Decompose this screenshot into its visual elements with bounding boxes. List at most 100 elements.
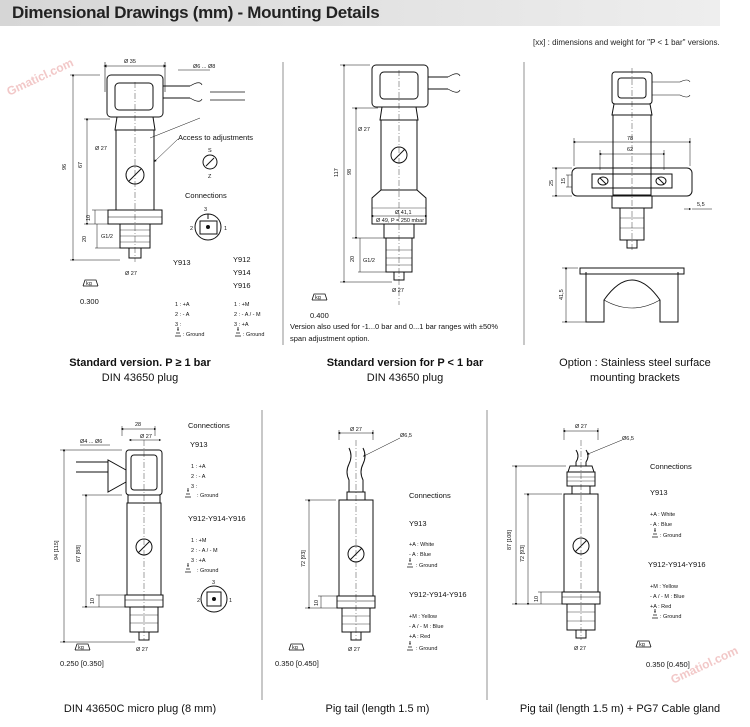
pin-line: : Ground [183, 332, 204, 338]
dim-h10: 10 [90, 598, 96, 604]
pin-2: 2 [197, 598, 200, 604]
weight-value: 0.250 [0.350] [60, 659, 104, 668]
panel-4-labels: 28 Ø 27 Ø4 ... Ø6 94 [115] 67 [88] 10 Ø … [54, 421, 246, 668]
model-y912: Y912 [233, 255, 251, 264]
pin-2: 2 [190, 226, 193, 232]
pin-line: 1 : +A [175, 302, 190, 308]
dim-h41: 41,5 [559, 289, 565, 300]
weight-value: 0.400 [310, 311, 329, 320]
wire-line: +A : Red [409, 634, 430, 640]
pin-line: 2 : - A / - M [191, 548, 218, 554]
dim-h117: 117 [334, 168, 340, 177]
dim-d27-bottom: Ø 27 [125, 271, 137, 277]
dim-h72: 72 [93] [301, 550, 307, 567]
caption-line: Option : Stainless steel surface [559, 357, 711, 369]
weight-icon: kg [86, 281, 92, 287]
pin-line: 3 : [191, 484, 198, 490]
panel-4-drawing [60, 426, 228, 651]
pin-line: 1 : +A [191, 464, 206, 470]
model-y916: Y916 [233, 281, 251, 290]
wire-line: : Ground [660, 533, 681, 539]
dim-d411: Ø 41,1 [395, 210, 412, 216]
pin-1: 1 [229, 598, 232, 604]
weight-value: 0.350 [0.450] [275, 659, 319, 668]
dim-h67: 67 [78, 162, 84, 168]
dim-d27: Ø 27 [358, 127, 370, 133]
model-y914: Y914 [233, 268, 251, 277]
dim-w55: 5,5 [697, 202, 705, 208]
panel-dividers [261, 62, 525, 700]
model-y913: Y913 [409, 519, 427, 528]
access-label: Access to adjustments [178, 133, 253, 142]
dim-d27: Ø 27 [95, 146, 107, 152]
dim-h25: 25 [549, 180, 555, 186]
caption-subtitle: DIN 43650 plug [101, 372, 179, 384]
weight-value: 0.350 [0.450] [646, 660, 690, 669]
wire-line: - A / - M : Blue [409, 624, 444, 630]
dim-g12: G1/2 [101, 234, 113, 240]
panel-5-drawing [288, 430, 413, 651]
panel-3-drawing [552, 68, 712, 324]
caption-panel-2: Standard version for P < 1 bar DIN 43650… [300, 356, 510, 386]
caption-line: mounting brackets [590, 372, 680, 384]
pin-line: : Ground [197, 568, 218, 574]
dim-d27-bottom: Ø 27 [348, 647, 360, 653]
dim-d27-bottom: Ø 27 [136, 647, 148, 653]
pin-line: 2 : - A / - M [234, 312, 261, 318]
dim-cable: Ø6 ... Ø8 [193, 64, 215, 70]
pin-line: 3 : [175, 322, 182, 328]
version-note: Version also used for -1...0 bar and 0..… [290, 322, 498, 331]
dim-h72: 72 [93] [520, 545, 526, 562]
weight-value: 0.300 [80, 297, 99, 306]
pin-line: 2 : - A [175, 312, 190, 318]
wire-line: +A : White [409, 542, 434, 548]
dim-h87: 87 [108] [507, 530, 513, 550]
dim-h10: 10 [86, 215, 92, 221]
caption-subtitle: DIN 43650 plug [366, 372, 444, 384]
caption-panel-3: Option : Stainless steel surface mountin… [530, 356, 740, 386]
dim-h10: 10 [534, 596, 540, 602]
pin-3: 3 [212, 580, 215, 586]
pin-line: 1 : +M [191, 538, 207, 544]
dim-h20: 20 [350, 256, 356, 262]
dim-d49: Ø 49, P = 250 mbar [376, 218, 424, 224]
model-y912-y914-y916: Y912-Y914-Y916 [409, 590, 467, 599]
pin-line: 3 : +A [191, 558, 206, 564]
caption-title: Standard version for P < 1 bar [326, 357, 484, 369]
panel-2-drawing [311, 63, 461, 305]
dim-h94: 94 [115] [54, 540, 60, 560]
panel-3-labels: 78 62 25 15 5,5 41,5 [549, 136, 705, 300]
caption-panel-6: Pig tail (length 1.5 m) + PG7 Cable glan… [519, 703, 721, 715]
section-header: Dimensional Drawings (mm) - Mounting Det… [0, 0, 720, 26]
dim-d35: Ø 35 [124, 59, 136, 65]
dim-d65: Ø6,5 [400, 433, 412, 439]
weight-icon: kg [639, 642, 645, 648]
dim-h15: 15 [561, 178, 567, 184]
weight-icon: kg [292, 645, 298, 651]
panel-6-drawing [512, 428, 658, 648]
panel-6-labels: Ø 27 Ø6,5 87 [108] 72 [93] 10 Ø 27 Conne… [507, 424, 706, 669]
dim-h96: 96 [62, 164, 68, 170]
connections-label: Connections [188, 421, 230, 430]
pin-line: 3 : +A [234, 322, 249, 328]
wire-line: - A / - M : Blue [650, 594, 685, 600]
pin-line: : Ground [243, 332, 264, 338]
panel-5-labels: Ø 27 Ø6,5 72 [93] 10 Ø 27 Connections Y9… [275, 427, 467, 668]
dim-w78: 78 [627, 136, 633, 142]
dim-d27-bottom: Ø 27 [574, 646, 586, 652]
pin-line: 2 : - A [191, 474, 206, 480]
dim-d27-bottom: Ø 27 [392, 288, 404, 294]
model-y912-y914-y916: Y912-Y914-Y916 [188, 514, 246, 523]
caption-panel-4: DIN 43650C micro plug (8 mm) [63, 703, 217, 715]
label-z: Z [208, 174, 212, 180]
dim-d65: Ø6,5 [622, 436, 634, 442]
caption-title: Standard version. P ≥ 1 bar [69, 357, 211, 369]
wire-line: +A : White [650, 512, 675, 518]
wire-line: +M : Yellow [409, 614, 437, 620]
connections-label: Connections [185, 191, 227, 200]
pin-3: 3 [204, 207, 207, 213]
dim-w28: 28 [135, 422, 141, 428]
dim-h20: 20 [82, 236, 88, 242]
connections-label: Connections [409, 491, 451, 500]
panel-1-labels: Ø 35 Ø6 ... Ø8 Ø 27 Ø 27 96 67 10 20 G1/… [62, 59, 264, 338]
